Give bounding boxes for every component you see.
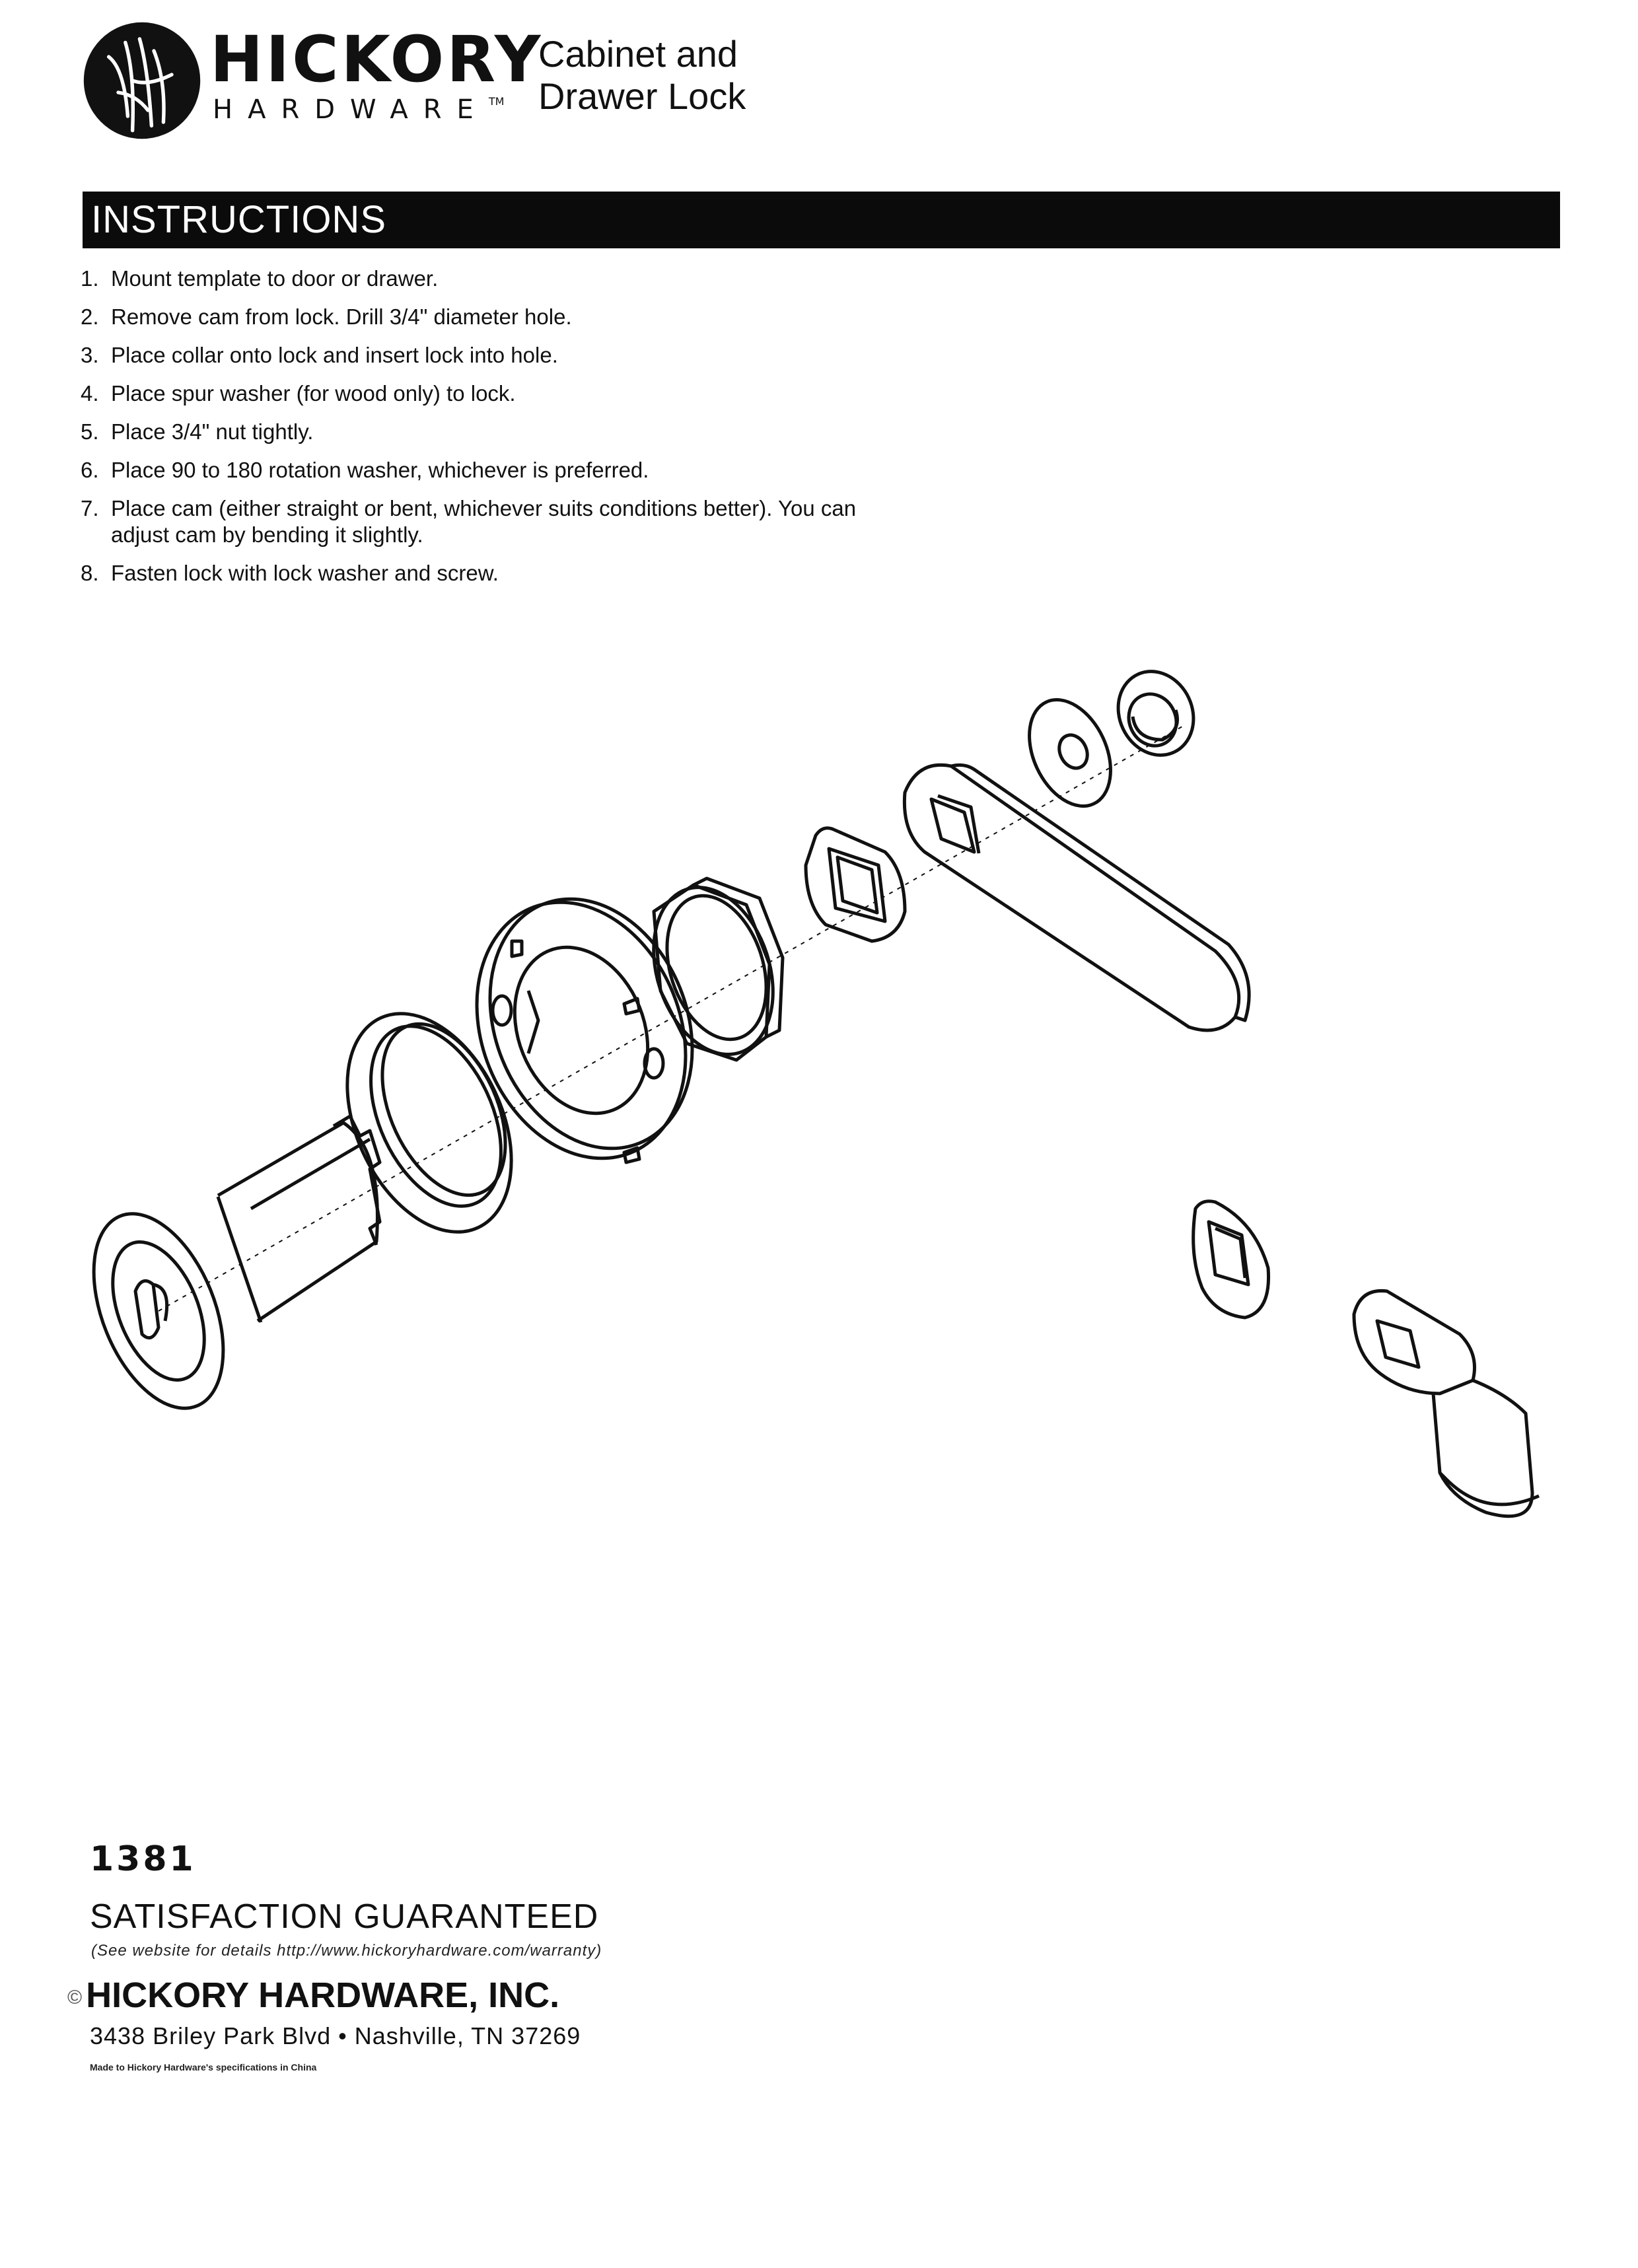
straight-cam — [902, 763, 1251, 1032]
assembly-axis-line — [158, 726, 1183, 1312]
title-line-1: Cabinet and — [538, 33, 738, 75]
instructions-heading: INSTRUCTIONS — [91, 198, 386, 241]
instruction-steps: 1.Mount template to door or drawer. 2.Re… — [79, 266, 872, 598]
brand-name: HICKORY — [210, 22, 544, 96]
hickory-leaf-logo-icon — [83, 22, 201, 139]
company-name: ©HICKORY HARDWARE, INC. — [67, 1975, 560, 2015]
lock-cylinder — [92, 1114, 382, 1410]
title-line-2: Drawer Lock — [538, 75, 746, 117]
bent-cam — [1352, 1289, 1540, 1518]
hex-nut — [652, 876, 785, 1062]
square-washer — [804, 826, 907, 943]
step-item: 1.Mount template to door or drawer. — [81, 266, 439, 291]
warranty-note: (See website for details http://www.hick… — [91, 1942, 602, 1960]
flat-washer — [1028, 698, 1112, 808]
rotation-washer — [475, 897, 694, 1164]
manufacturing-note: Made to Hickory Hardware's specification… — [90, 2062, 317, 2073]
collar-ring — [345, 1012, 513, 1234]
step-item: 5.Place 3/4" nut tightly. — [81, 419, 314, 444]
alternate-square-washer — [1192, 1199, 1271, 1320]
copyright-icon: © — [67, 1986, 83, 2008]
step-item: 7.Place cam (either straight or bent, wh… — [81, 496, 857, 547]
step-item: 2.Remove cam from lock. Drill 3/4" diame… — [81, 304, 572, 329]
step-item: 4.Place spur washer (for wood only) to l… — [81, 381, 516, 406]
exploded-lock-diagram — [92, 670, 1540, 1518]
trademark-mark: TM — [488, 95, 505, 108]
brand-subtitle: HARDWARETM — [213, 94, 505, 125]
satisfaction-guarantee: SATISFACTION GUARANTEED — [90, 1897, 599, 1936]
screw — [1116, 670, 1195, 757]
step-item: 3.Place collar onto lock and insert lock… — [81, 343, 558, 367]
document-title: Cabinet and Drawer Lock — [538, 33, 746, 118]
instructions-bar — [83, 192, 1560, 248]
model-number: 1381 — [90, 1839, 196, 1879]
company-address: 3438 Briley Park Blvd • Nashville, TN 37… — [90, 2022, 581, 2049]
step-item: 8.Fasten lock with lock washer and screw… — [81, 561, 499, 585]
step-item: 6.Place 90 to 180 rotation washer, which… — [81, 458, 649, 482]
